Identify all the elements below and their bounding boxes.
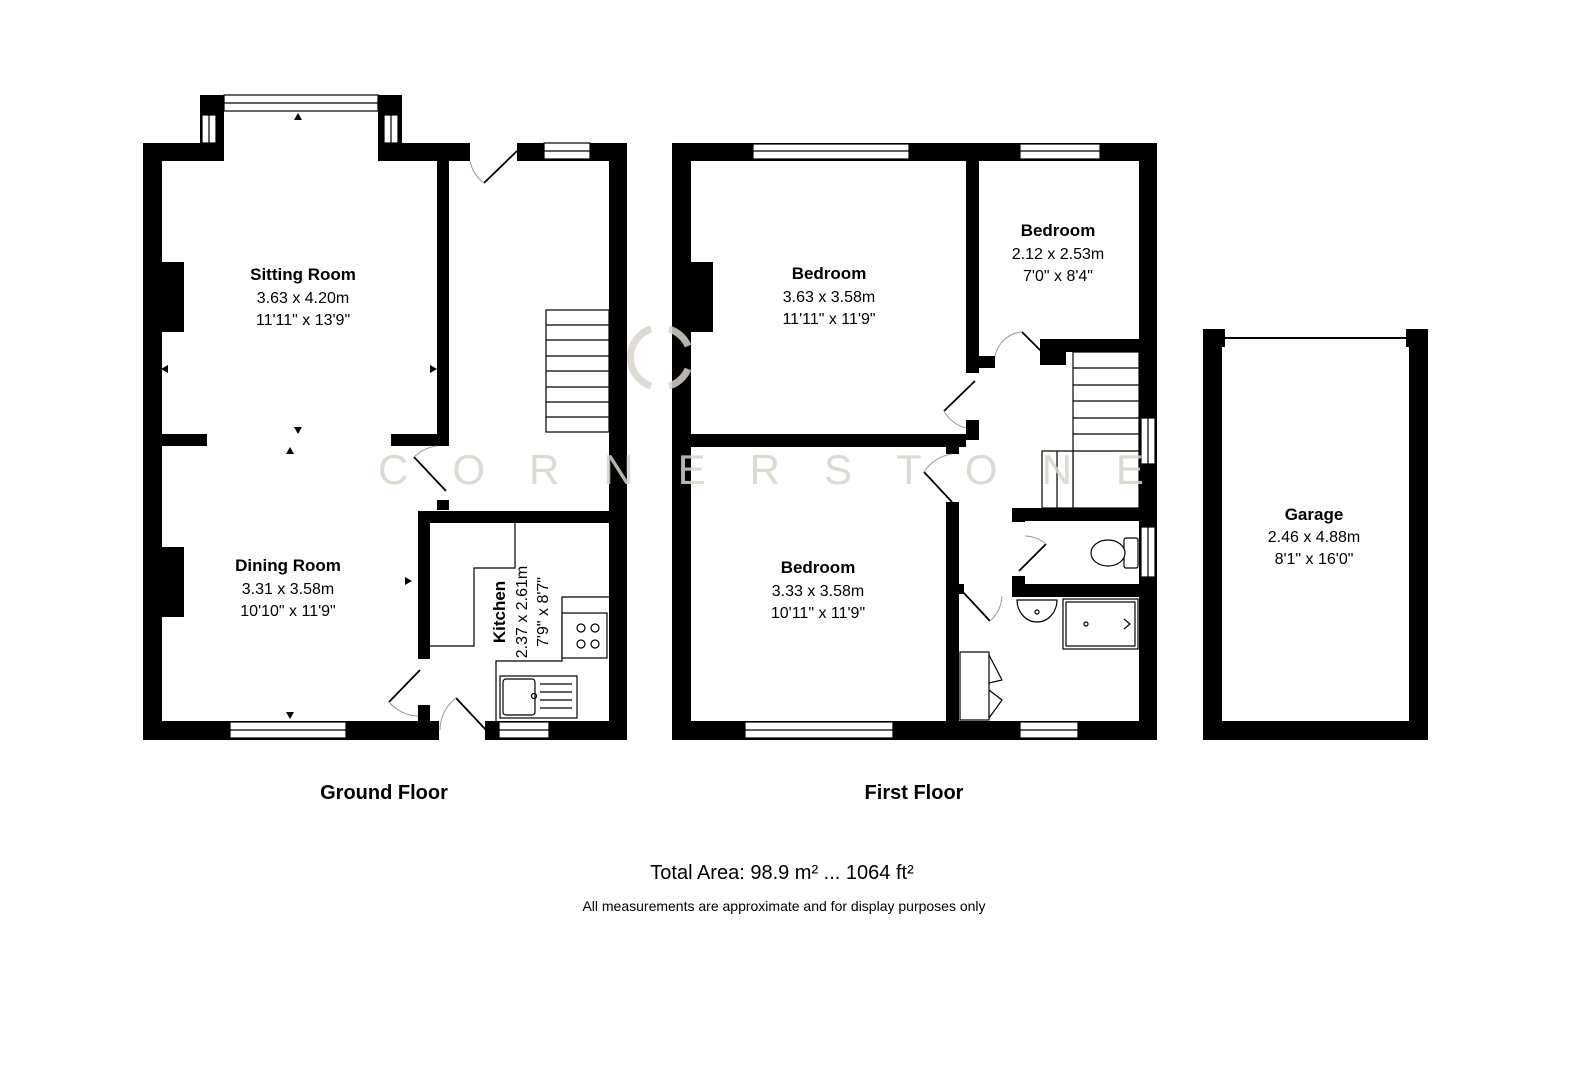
- toilet-icon: [1090, 537, 1139, 569]
- first-floor-plan: Bedroom 3.63 x 3.58m 11'11" x 11'9" Bedr…: [672, 143, 1157, 740]
- room-name: Bedroom: [792, 264, 867, 283]
- room-metric: 2.37 x 2.61m: [514, 566, 531, 659]
- garage-plan: Garage 2.46 x 4.88m 8'1" x 16'0": [1203, 329, 1428, 740]
- stairs-icon: [1041, 351, 1140, 509]
- floor-label-first: First Floor: [864, 782, 964, 804]
- room-imperial: 10'10" x 11'9": [240, 603, 335, 620]
- room-imperial: 11'11" x 11'9": [782, 311, 875, 328]
- watermark-logo-icon: [626, 325, 653, 390]
- hob-icon: [561, 612, 608, 659]
- shower-icon: [1062, 598, 1139, 650]
- room-metric: 3.33 x 3.58m: [772, 583, 865, 600]
- room-name: Dining Room: [235, 556, 341, 575]
- room-name: Kitchen: [490, 581, 509, 643]
- sink-icon: [499, 675, 578, 719]
- room-imperial: 8'1" x 16'0": [1275, 551, 1354, 568]
- room-metric: 2.12 x 2.53m: [1012, 246, 1105, 263]
- room-metric: 3.63 x 4.20m: [257, 290, 350, 307]
- room-imperial: 10'11" x 11'9": [771, 605, 865, 622]
- arrow-icon: [294, 113, 302, 120]
- room-imperial: 11'11" x 13'9": [256, 312, 350, 329]
- room-name: Bedroom: [781, 558, 856, 577]
- ground-floor-plan: Sitting Room 3.63 x 4.20m 11'11" x 13'9"…: [143, 94, 627, 740]
- watermark-text: CORNERSTONE: [378, 446, 1188, 493]
- room-name: Garage: [1285, 505, 1344, 524]
- room-metric: 3.31 x 3.58m: [242, 581, 335, 598]
- basin-icon: [1016, 599, 1058, 623]
- disclaimer: All measurements are approximate and for…: [582, 898, 986, 914]
- room-imperial: 7'0" x 8'4": [1023, 268, 1093, 285]
- room-imperial: 7'9" x 8'7": [535, 577, 552, 647]
- room-name: Sitting Room: [250, 265, 356, 284]
- stairs-icon: [545, 309, 610, 433]
- watermark: CORNERSTONE: [378, 325, 1188, 493]
- room-name: Bedroom: [1021, 221, 1096, 240]
- floor-label-ground: Ground Floor: [320, 782, 448, 804]
- room-metric: 3.63 x 3.58m: [783, 289, 876, 306]
- total-area: Total Area: 98.9 m² ... 1064 ft²: [650, 862, 914, 884]
- cupboard-icon: [959, 651, 1003, 721]
- room-metric: 2.46 x 4.88m: [1268, 529, 1361, 546]
